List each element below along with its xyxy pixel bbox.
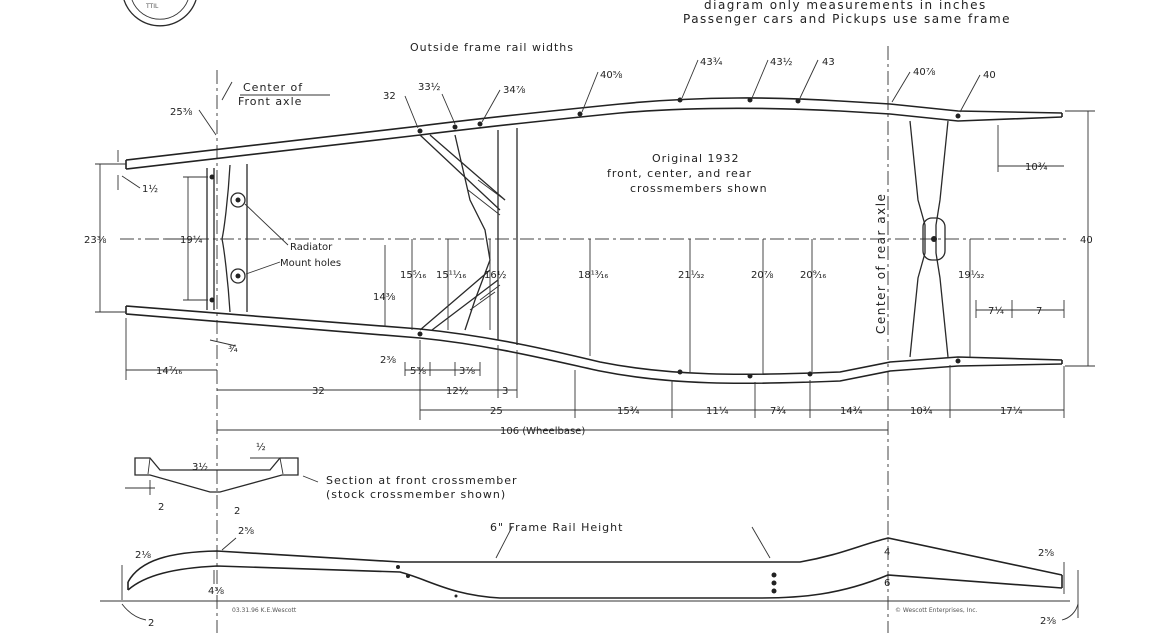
dim-15-5: 15¾: [617, 406, 640, 417]
section-label-2: (stock crossmember shown): [326, 488, 506, 501]
dim-10-r: 10¾: [910, 406, 933, 417]
dim-14-7: 14⁷⁄₁₆: [156, 366, 182, 377]
dim-32: 32: [312, 386, 325, 397]
header-line2: Passenger cars and Pickups use same fram…: [683, 12, 1011, 26]
side-dim-2-rear-bottom: 2⅜: [1040, 616, 1056, 627]
upper-frame-rail: [125, 97, 1063, 170]
inside-width-18: 18¹³⁄₁₆: [578, 270, 608, 281]
dim-23: 23⅜: [84, 235, 107, 246]
dim-17: 17¼: [1000, 405, 1023, 417]
outside-widths-title: Outside frame rail widths: [410, 41, 574, 54]
side-dim-4: 4: [884, 547, 890, 558]
dim-25-front: 25⅜: [170, 107, 193, 118]
inside-width-20b: 20⁹⁄₁₆: [800, 270, 826, 281]
dim-7: 7: [1036, 306, 1042, 317]
inside-widths: 14⅜ 15⁵⁄₁₆ 15¹¹⁄₁₆ 16½ 18¹³⁄₁₆ 21¹⁄₃₂ 20…: [373, 239, 984, 375]
dim-7-5: 7¾: [770, 406, 786, 417]
svg-text:Original 1932: Original 1932: [652, 152, 740, 165]
outside-width-labels: 32 33½ 34⅞ 40⅝ 43¾ 43½ 43 40⅞ 40: [383, 56, 996, 129]
side-dimensions: 2⅝ 2⅛ 4⅜ 2 4 6 2⅝ 2⅜: [121, 526, 1079, 629]
credit-right: © Wescott Enterprises, Inc.: [895, 607, 978, 614]
side-dim-4-front: 4⅜: [208, 586, 224, 597]
dimension-chains: ¾ 2⅜ 14⁷⁄₁₆ 5⅜ 3⅞ 32 12½ 3 25 15¾ 11¼ 7¾…: [125, 318, 1065, 437]
outside-width-40a: 40⅝: [600, 70, 623, 81]
outside-width-32: 32: [383, 91, 396, 102]
inside-width-16: 16½: [484, 269, 507, 281]
section-dim-3-half: 3½: [192, 461, 208, 473]
seal-logo: TTIL: [123, 0, 197, 27]
crossmember-section: ½ 3½ 2 2 Section at front crossmember (s…: [125, 441, 518, 517]
dim-7-1: 7¼: [988, 305, 1004, 317]
side-dim-2-tip: 2⅛: [135, 550, 151, 561]
outside-width-43b: 43½: [770, 56, 793, 68]
section-dim-half: ½: [256, 441, 266, 453]
side-elevation-rail: [127, 537, 1063, 599]
dim-3-7: 3⅞: [459, 366, 475, 377]
radiator-label-1: Radiator: [290, 242, 333, 253]
wheelbase-label: 106 (Wheelbase): [500, 426, 585, 437]
dim-12-5: 12½: [446, 385, 469, 397]
dim-2-3: 2⅜: [380, 355, 396, 366]
svg-text:front, center, and rear: front, center, and rear: [607, 167, 752, 180]
section-label-1: Section at front crossmember: [326, 474, 518, 487]
credit-left: 03.31.96 K.E.Wescott: [232, 607, 297, 614]
dim-25: 25: [490, 406, 503, 417]
side-dim-2-front: 2⅝: [238, 526, 254, 537]
front-axle-label-1: Center of: [243, 81, 303, 94]
dim-40-right: 40: [1080, 235, 1093, 246]
header-line1: diagram only measurements in inches: [704, 0, 987, 12]
outside-width-33: 33½: [418, 81, 441, 93]
rear-crossmember: [909, 120, 949, 358]
side-dim-6: 6: [884, 578, 890, 589]
right-dimensions: 40 10¾ 7¼ 7: [975, 110, 1095, 367]
outside-width-34: 34⅞: [503, 85, 526, 96]
inside-width-15a: 15⁵⁄₁₆: [400, 270, 426, 281]
front-crossmember: [206, 164, 248, 313]
outside-width-40c: 40: [983, 70, 996, 81]
dim-10-3: 10¾: [1025, 162, 1048, 173]
front-axle-label-2: Front axle: [238, 95, 302, 108]
side-dim-2-bottom: 2: [148, 618, 154, 629]
outside-width-43a: 43¾: [700, 57, 723, 68]
dim-14: 14¾: [840, 406, 863, 417]
dim-19: 19¼: [180, 234, 203, 246]
left-dimensions: 23⅜ 1½ 19¼: [84, 150, 208, 313]
lower-frame-rail: [125, 305, 1063, 385]
dim-3-4: ¾: [228, 344, 238, 355]
rail-markers: [417, 97, 961, 379]
inside-width-19: 19¹⁄₃₂: [958, 270, 984, 281]
center-crossmember: [419, 128, 518, 345]
radiator-label-2: Mount holes: [280, 258, 341, 269]
section-dim-2b: 2: [234, 506, 240, 517]
dim-1-5: 1½: [142, 183, 158, 195]
inside-width-21: 21¹⁄₃₂: [678, 270, 704, 281]
seal-text: TTIL: [145, 3, 159, 10]
dim-14: 14⅜: [373, 292, 396, 303]
outside-width-43c: 43: [822, 57, 835, 68]
rail-height-label: 6" Frame Rail Height: [490, 521, 623, 534]
dim-5-3: 5⅜: [410, 366, 426, 377]
inside-width-20a: 20⅞: [751, 270, 774, 281]
side-dim-2-rear-top: 2⅝: [1038, 548, 1054, 559]
dim-11: 11¼: [706, 405, 729, 417]
crossmember-note: Original 1932 front, center, and rear cr…: [607, 152, 768, 195]
inside-width-15b: 15¹¹⁄₁₆: [436, 270, 466, 281]
outside-width-40b: 40⅞: [913, 67, 936, 78]
section-dim-2a: 2: [158, 502, 164, 513]
svg-text:crossmembers shown: crossmembers shown: [630, 182, 768, 195]
dim-3: 3: [502, 386, 508, 397]
rear-axle-label: Center of rear axle: [874, 193, 888, 334]
